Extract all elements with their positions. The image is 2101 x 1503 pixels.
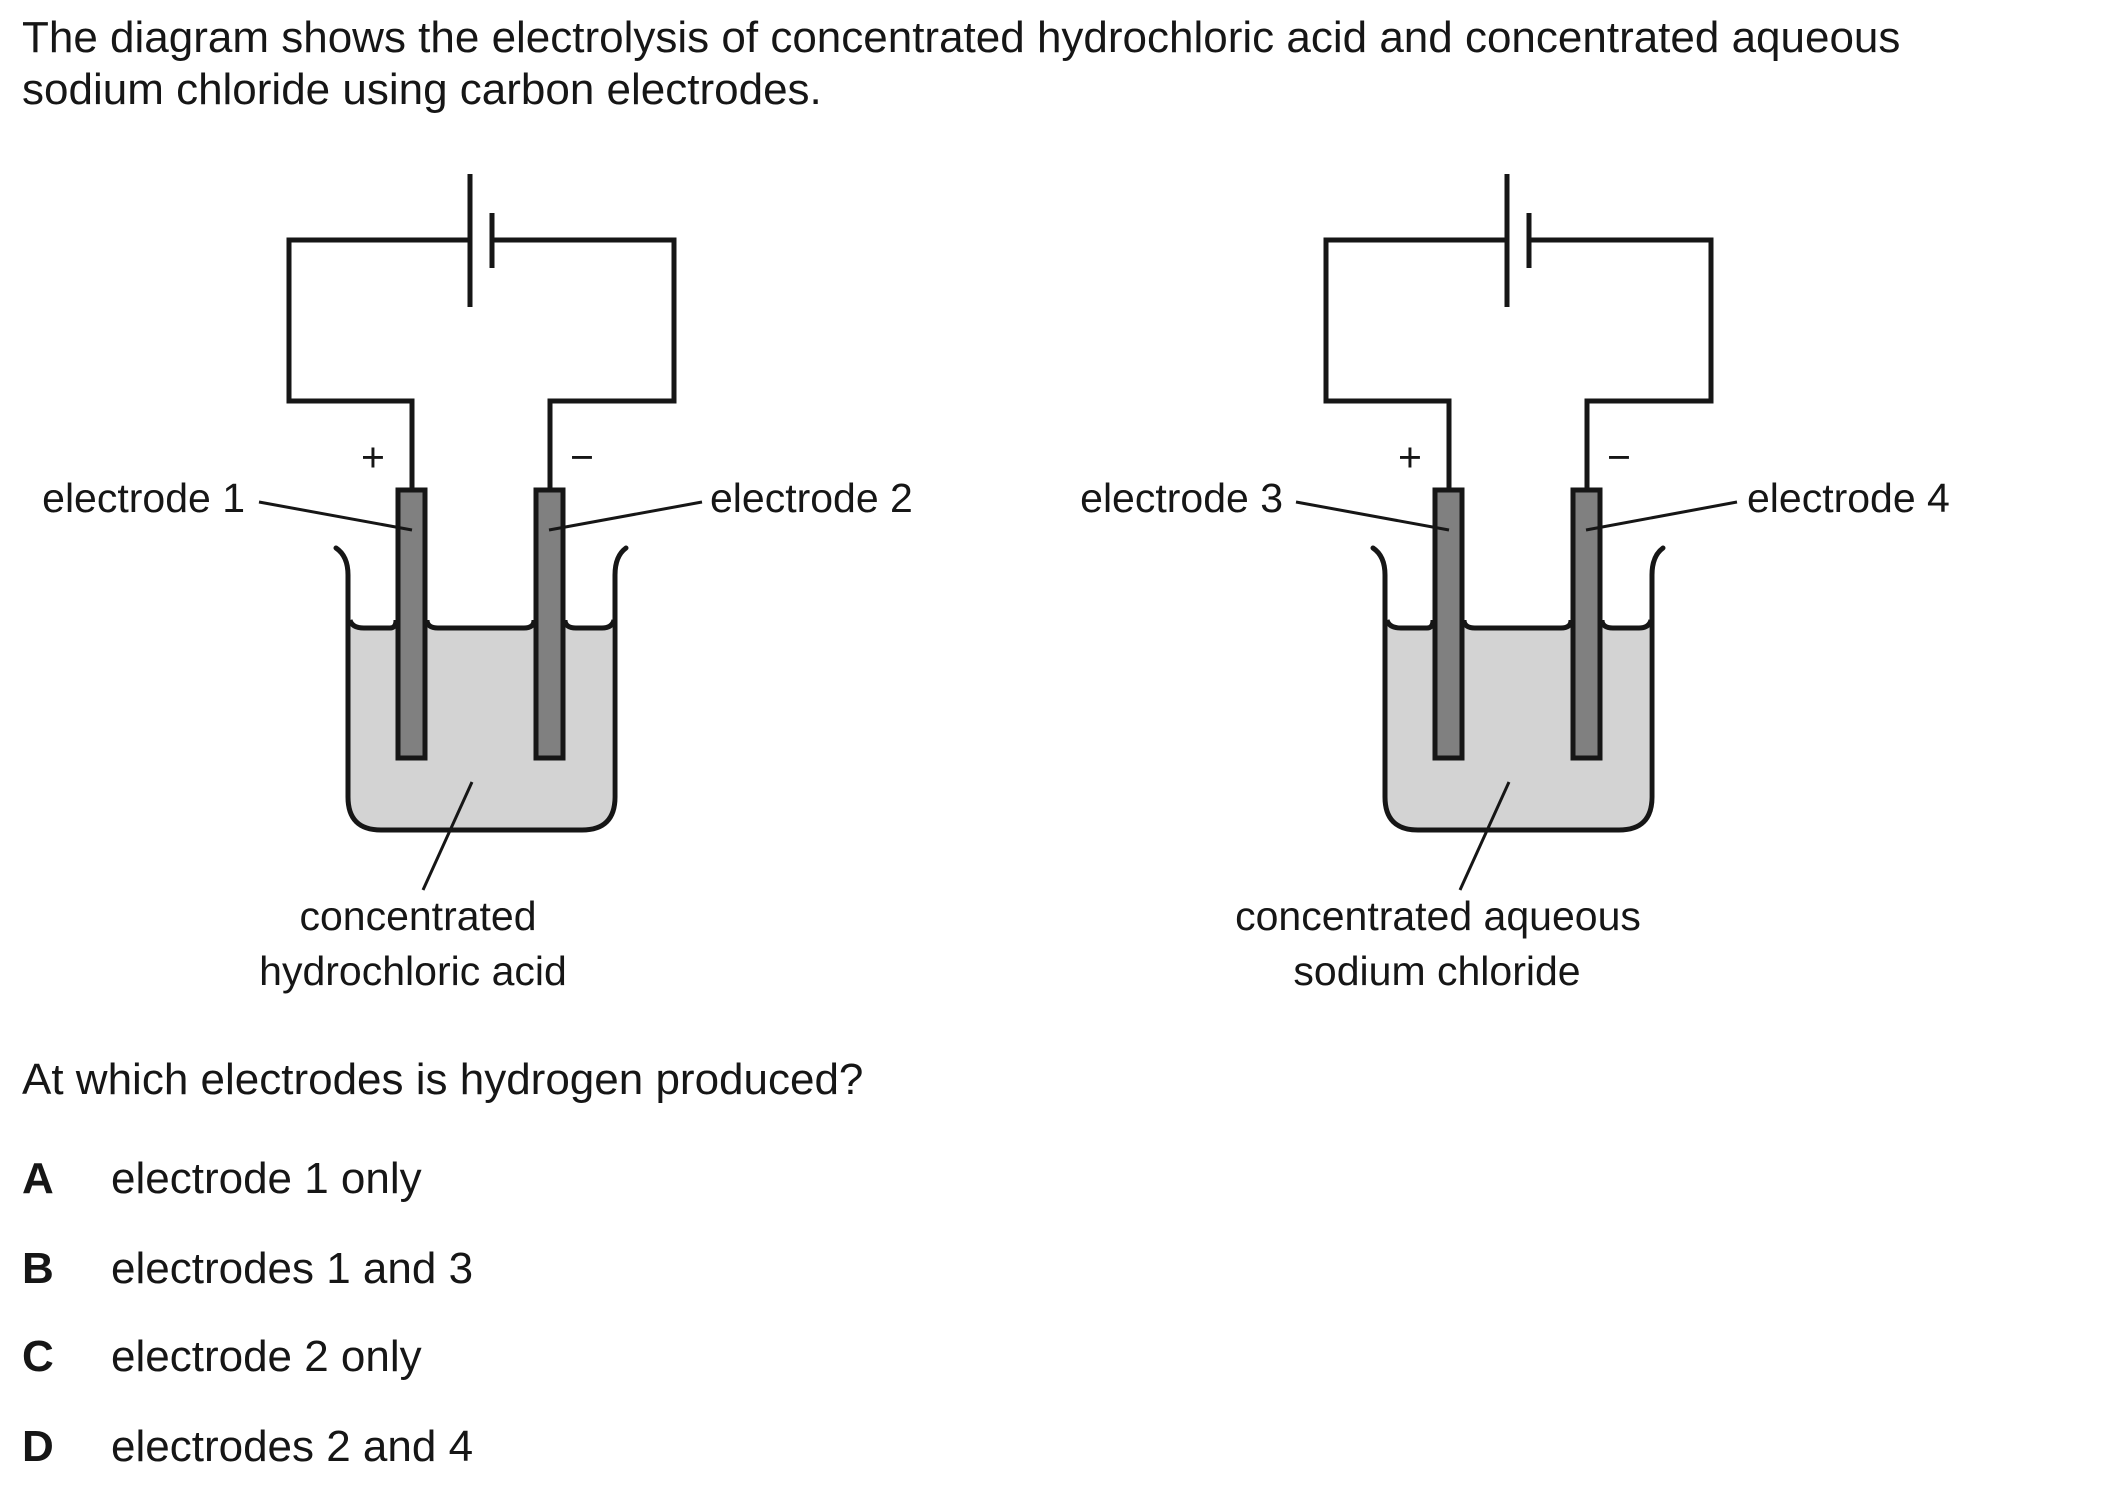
electrode-3-label: electrode 3 xyxy=(1080,475,1283,521)
solution-label-line-2: hydrochloric acid xyxy=(259,948,567,994)
positive-sign: + xyxy=(361,434,385,480)
option-letter: C xyxy=(22,1332,54,1381)
circuit-wire xyxy=(286,237,677,488)
electrode-4-label: electrode 4 xyxy=(1747,475,1950,521)
option-text: electrodes 2 and 4 xyxy=(111,1422,474,1471)
electrode-1-label: electrode 1 xyxy=(42,475,245,521)
leader-electrode-4 xyxy=(1585,500,1738,532)
option-text: electrodes 1 and 3 xyxy=(111,1244,474,1293)
intro-line-2: sodium chloride using carbon electrodes. xyxy=(22,65,822,114)
liquid-surface xyxy=(1384,619,1654,631)
electrolysis-cell-hcl: + − electrode 1 electrode 2 concentrated… xyxy=(42,174,913,994)
intro-line-1: The diagram shows the electrolysis of co… xyxy=(22,13,1901,62)
option-text: electrode 1 only xyxy=(111,1154,422,1203)
circuit-wire xyxy=(1323,237,1714,488)
leader-electrode-1 xyxy=(258,500,413,532)
solution-label-line-1: concentrated xyxy=(299,893,536,939)
leader-solution xyxy=(1458,781,1511,891)
leader-solution xyxy=(421,781,474,891)
leader-electrode-3 xyxy=(1295,500,1450,532)
option-text: electrode 2 only xyxy=(111,1332,422,1381)
beaker xyxy=(333,545,629,833)
electrode-2-label: electrode 2 xyxy=(710,475,913,521)
question-text: At which electrodes is hydrogen produced… xyxy=(22,1055,864,1104)
leader-electrode-2 xyxy=(548,500,703,532)
negative-sign: − xyxy=(570,434,594,480)
electrolysis-cell-nacl: + − electrode 3 electrode 4 concentrated… xyxy=(1080,174,1950,994)
question-stem: The diagram shows the electrolysis of co… xyxy=(22,12,1900,116)
option-letter: D xyxy=(22,1422,54,1471)
liquid-surface xyxy=(347,619,617,631)
option-letter: A xyxy=(22,1154,54,1203)
positive-sign: + xyxy=(1398,434,1422,480)
electrode-3 xyxy=(1432,487,1465,761)
option-letter: B xyxy=(22,1244,54,1293)
solution xyxy=(1387,621,1649,828)
negative-sign: − xyxy=(1607,434,1631,480)
electrode-4 xyxy=(1570,487,1603,761)
beaker xyxy=(1370,545,1666,833)
solution xyxy=(350,621,612,828)
solution-label-line-2: sodium chloride xyxy=(1293,948,1580,994)
electrode-2 xyxy=(533,487,566,761)
solution-label-line-1: concentrated aqueous xyxy=(1235,893,1641,939)
electrode-1 xyxy=(395,487,428,761)
